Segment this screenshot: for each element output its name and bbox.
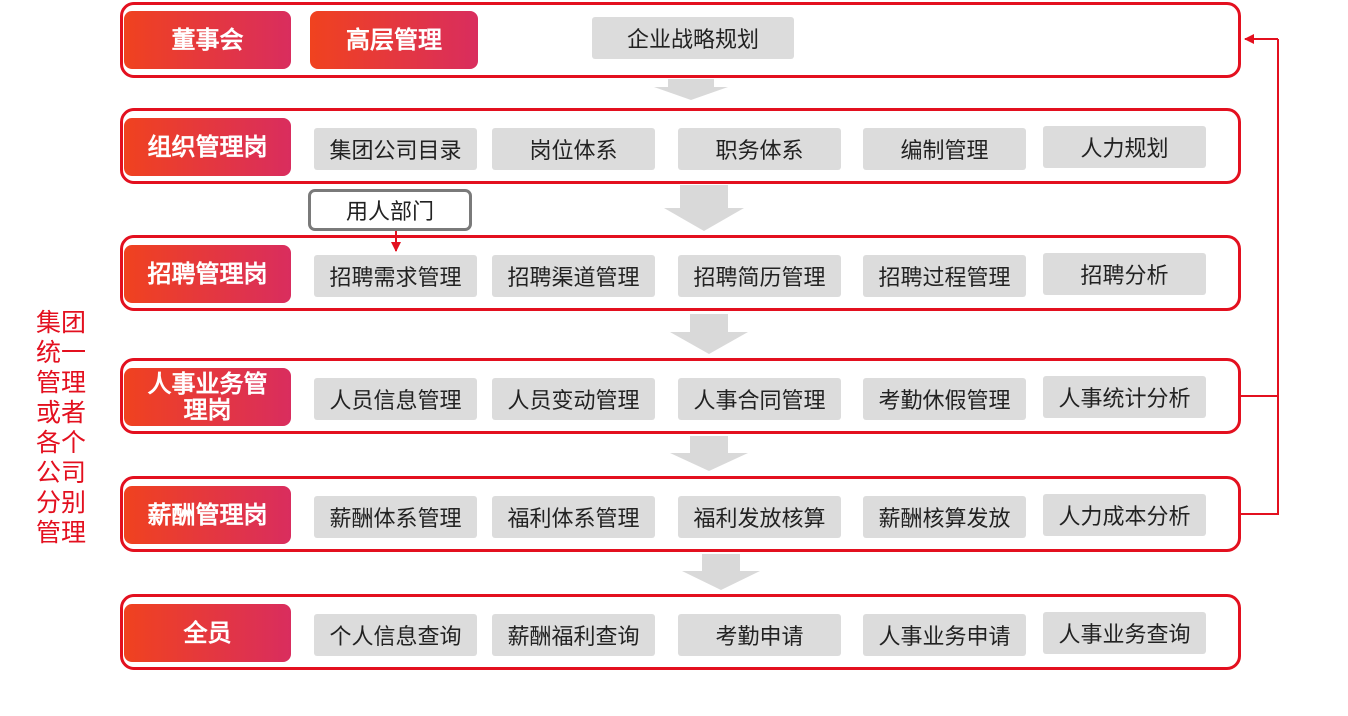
role-compensation: 薪酬管理岗 <box>124 486 291 544</box>
item-row3-1: 人员信息管理 <box>314 378 477 420</box>
feedback-loop <box>1241 395 1279 515</box>
row-strategy <box>120 2 1241 78</box>
down-arrow-1 <box>654 79 728 100</box>
item-row4-2: 福利体系管理 <box>492 496 655 538</box>
item-strategy: 企业战略规划 <box>592 17 794 59</box>
department-box: 用人部门 <box>308 189 472 231</box>
role-all-staff: 全员 <box>124 604 291 662</box>
item-row2-5: 招聘分析 <box>1043 253 1206 295</box>
item-row5-4: 人事业务申请 <box>863 614 1026 656</box>
item-row2-3: 招聘简历管理 <box>678 255 841 297</box>
item-row4-3: 福利发放核算 <box>678 496 841 538</box>
item-row4-4: 薪酬核算发放 <box>863 496 1026 538</box>
item-row2-2: 招聘渠道管理 <box>492 255 655 297</box>
side-label: 集团统一管理或者各个公司分别管理 <box>36 308 87 547</box>
item-row2-4: 招聘过程管理 <box>863 255 1026 297</box>
item-row1-2: 岗位体系 <box>492 128 655 170</box>
item-row1-5: 人力规划 <box>1043 126 1206 168</box>
item-row1-4: 编制管理 <box>863 128 1026 170</box>
item-row1-1: 集团公司目录 <box>314 128 477 170</box>
role-board: 董事会 <box>124 11 291 69</box>
item-row4-5: 人力成本分析 <box>1043 494 1206 536</box>
role-hr-business: 人事业务管理岗 <box>124 368 291 426</box>
role-organization: 组织管理岗 <box>124 118 291 176</box>
item-row4-1: 薪酬体系管理 <box>314 496 477 538</box>
item-row5-1: 个人信息查询 <box>314 614 477 656</box>
item-row3-3: 人事合同管理 <box>678 378 841 420</box>
down-arrow-5 <box>682 554 760 590</box>
down-arrow-2 <box>664 185 744 231</box>
item-row2-1: 招聘需求管理 <box>314 255 477 297</box>
item-row5-2: 薪酬福利查询 <box>492 614 655 656</box>
item-row1-3: 职务体系 <box>678 128 841 170</box>
role-recruitment: 招聘管理岗 <box>124 245 291 303</box>
down-arrow-3 <box>670 314 748 354</box>
role-top-management: 高层管理 <box>310 11 478 69</box>
item-row3-5: 人事统计分析 <box>1043 376 1206 418</box>
down-arrow-4 <box>670 436 748 471</box>
item-row5-5: 人事业务查询 <box>1043 612 1206 654</box>
item-row3-2: 人员变动管理 <box>492 378 655 420</box>
item-row3-4: 考勤休假管理 <box>863 378 1026 420</box>
item-row5-3: 考勤申请 <box>678 614 841 656</box>
